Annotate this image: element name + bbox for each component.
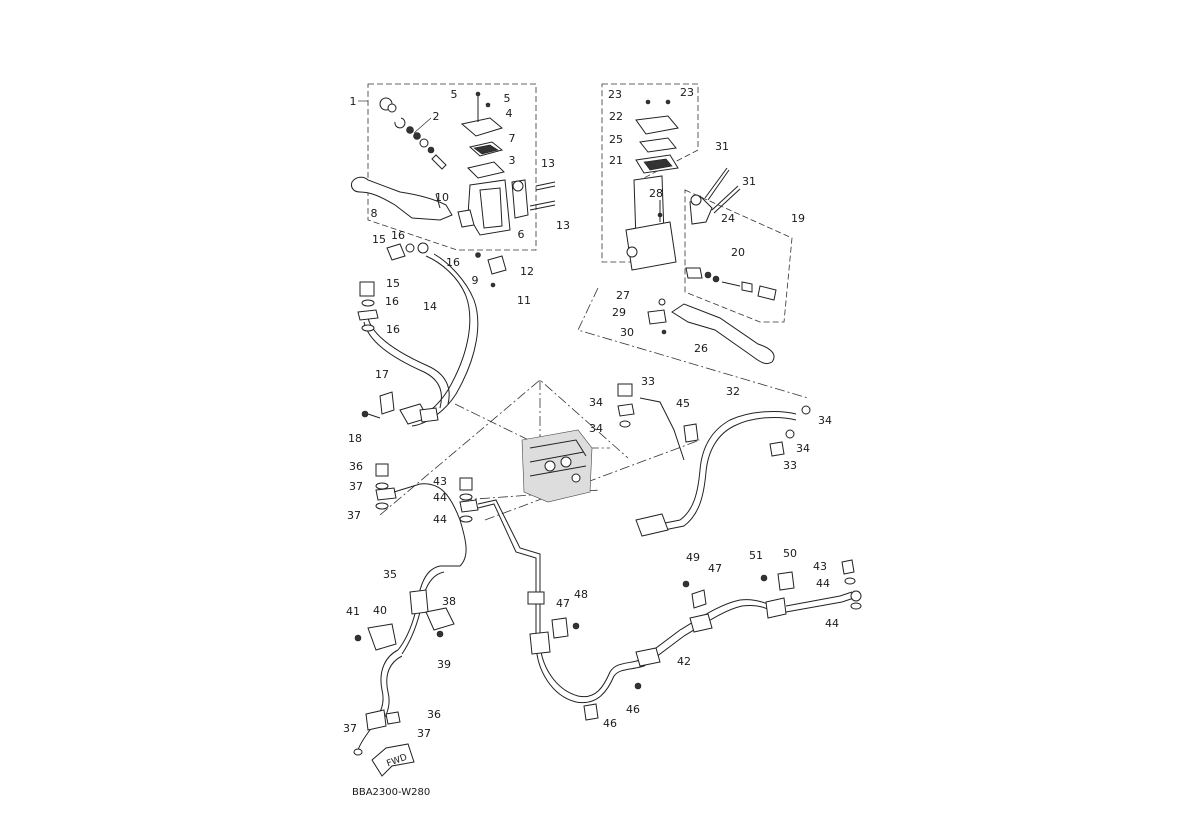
callout-27: 27	[616, 289, 630, 302]
callout-13: 13	[541, 157, 555, 170]
callout-44: 44	[825, 617, 839, 630]
callout-45: 45	[676, 397, 690, 410]
callout-34: 34	[589, 396, 603, 409]
callout-51: 51	[749, 549, 763, 562]
callout-44: 44	[433, 513, 447, 526]
callout-10: 10	[435, 191, 449, 204]
callout-44: 44	[433, 491, 447, 504]
callout-34: 34	[589, 422, 603, 435]
callout-4: 4	[506, 107, 513, 120]
callout-17: 17	[375, 368, 389, 381]
callout-37: 37	[343, 722, 357, 735]
routing-line-clutch	[577, 287, 809, 399]
callout-15: 15	[386, 277, 400, 290]
callout-16: 16	[385, 295, 399, 308]
callout-33: 33	[783, 459, 797, 472]
callout-23: 23	[680, 86, 694, 99]
callout-16: 16	[386, 323, 400, 336]
callout-14: 14	[423, 300, 437, 313]
callout-25: 25	[609, 133, 623, 146]
callout-46: 46	[626, 703, 640, 716]
callout-5: 5	[504, 92, 511, 105]
forward-direction-arrow: FWD	[371, 743, 415, 777]
callout-46: 46	[603, 717, 617, 730]
callout-40: 40	[373, 604, 387, 617]
callout-9: 9	[472, 274, 479, 287]
callout-48: 48	[574, 588, 588, 601]
callout-3: 3	[509, 154, 516, 167]
callout-47: 47	[708, 562, 722, 575]
callout-11: 11	[517, 294, 531, 307]
drawing-code: BBA2300-W280	[352, 787, 430, 798]
callout-29: 29	[612, 306, 626, 319]
callout-15: 15	[372, 233, 386, 246]
callout-37: 37	[349, 480, 363, 493]
callout-2: 2	[433, 110, 440, 123]
callout-38: 38	[442, 595, 456, 608]
callout-36: 36	[427, 708, 441, 721]
callout-47: 47	[556, 597, 570, 610]
front-brake-hose	[409, 255, 471, 421]
callout-16: 16	[446, 256, 460, 269]
callout-16: 16	[391, 229, 405, 242]
callout-37: 37	[417, 727, 431, 740]
callout-41: 41	[346, 605, 360, 618]
callout-34: 34	[818, 414, 832, 427]
callout-19: 19	[791, 212, 805, 225]
group-box-front-master-cylinder	[367, 83, 537, 251]
callout-21: 21	[609, 154, 623, 167]
callout-50: 50	[783, 547, 797, 560]
callout-26: 26	[694, 342, 708, 355]
callout-31: 31	[742, 175, 756, 188]
callout-43: 43	[433, 475, 447, 488]
callout-18: 18	[348, 432, 362, 445]
callout-12: 12	[520, 265, 534, 278]
clutch-master-cylinder	[625, 99, 777, 365]
abs-hydraulic-unit	[521, 429, 593, 503]
callout-5: 5	[451, 88, 458, 101]
callout-28: 28	[649, 187, 663, 200]
callout-35: 35	[383, 568, 397, 581]
callout-34: 34	[796, 442, 810, 455]
callout-44: 44	[816, 577, 830, 590]
callout-13: 13	[556, 219, 570, 232]
callout-31: 31	[715, 140, 729, 153]
callout-6: 6	[518, 228, 525, 241]
clutch-hose	[659, 411, 797, 525]
front-brake-master-cylinder	[351, 91, 556, 288]
callout-7: 7	[509, 132, 516, 145]
callout-49: 49	[686, 551, 700, 564]
callout-43: 43	[813, 560, 827, 573]
callout-1: 1	[350, 95, 357, 108]
callout-23: 23	[608, 88, 622, 101]
callout-22: 22	[609, 110, 623, 123]
callout-33: 33	[641, 375, 655, 388]
callout-24: 24	[721, 212, 735, 225]
callout-8: 8	[371, 207, 378, 220]
callout-30: 30	[620, 326, 634, 339]
callout-20: 20	[731, 246, 745, 259]
callout-39: 39	[437, 658, 451, 671]
callout-42: 42	[677, 655, 691, 668]
callout-36: 36	[349, 460, 363, 473]
callout-37: 37	[347, 509, 361, 522]
callout-32: 32	[726, 385, 740, 398]
